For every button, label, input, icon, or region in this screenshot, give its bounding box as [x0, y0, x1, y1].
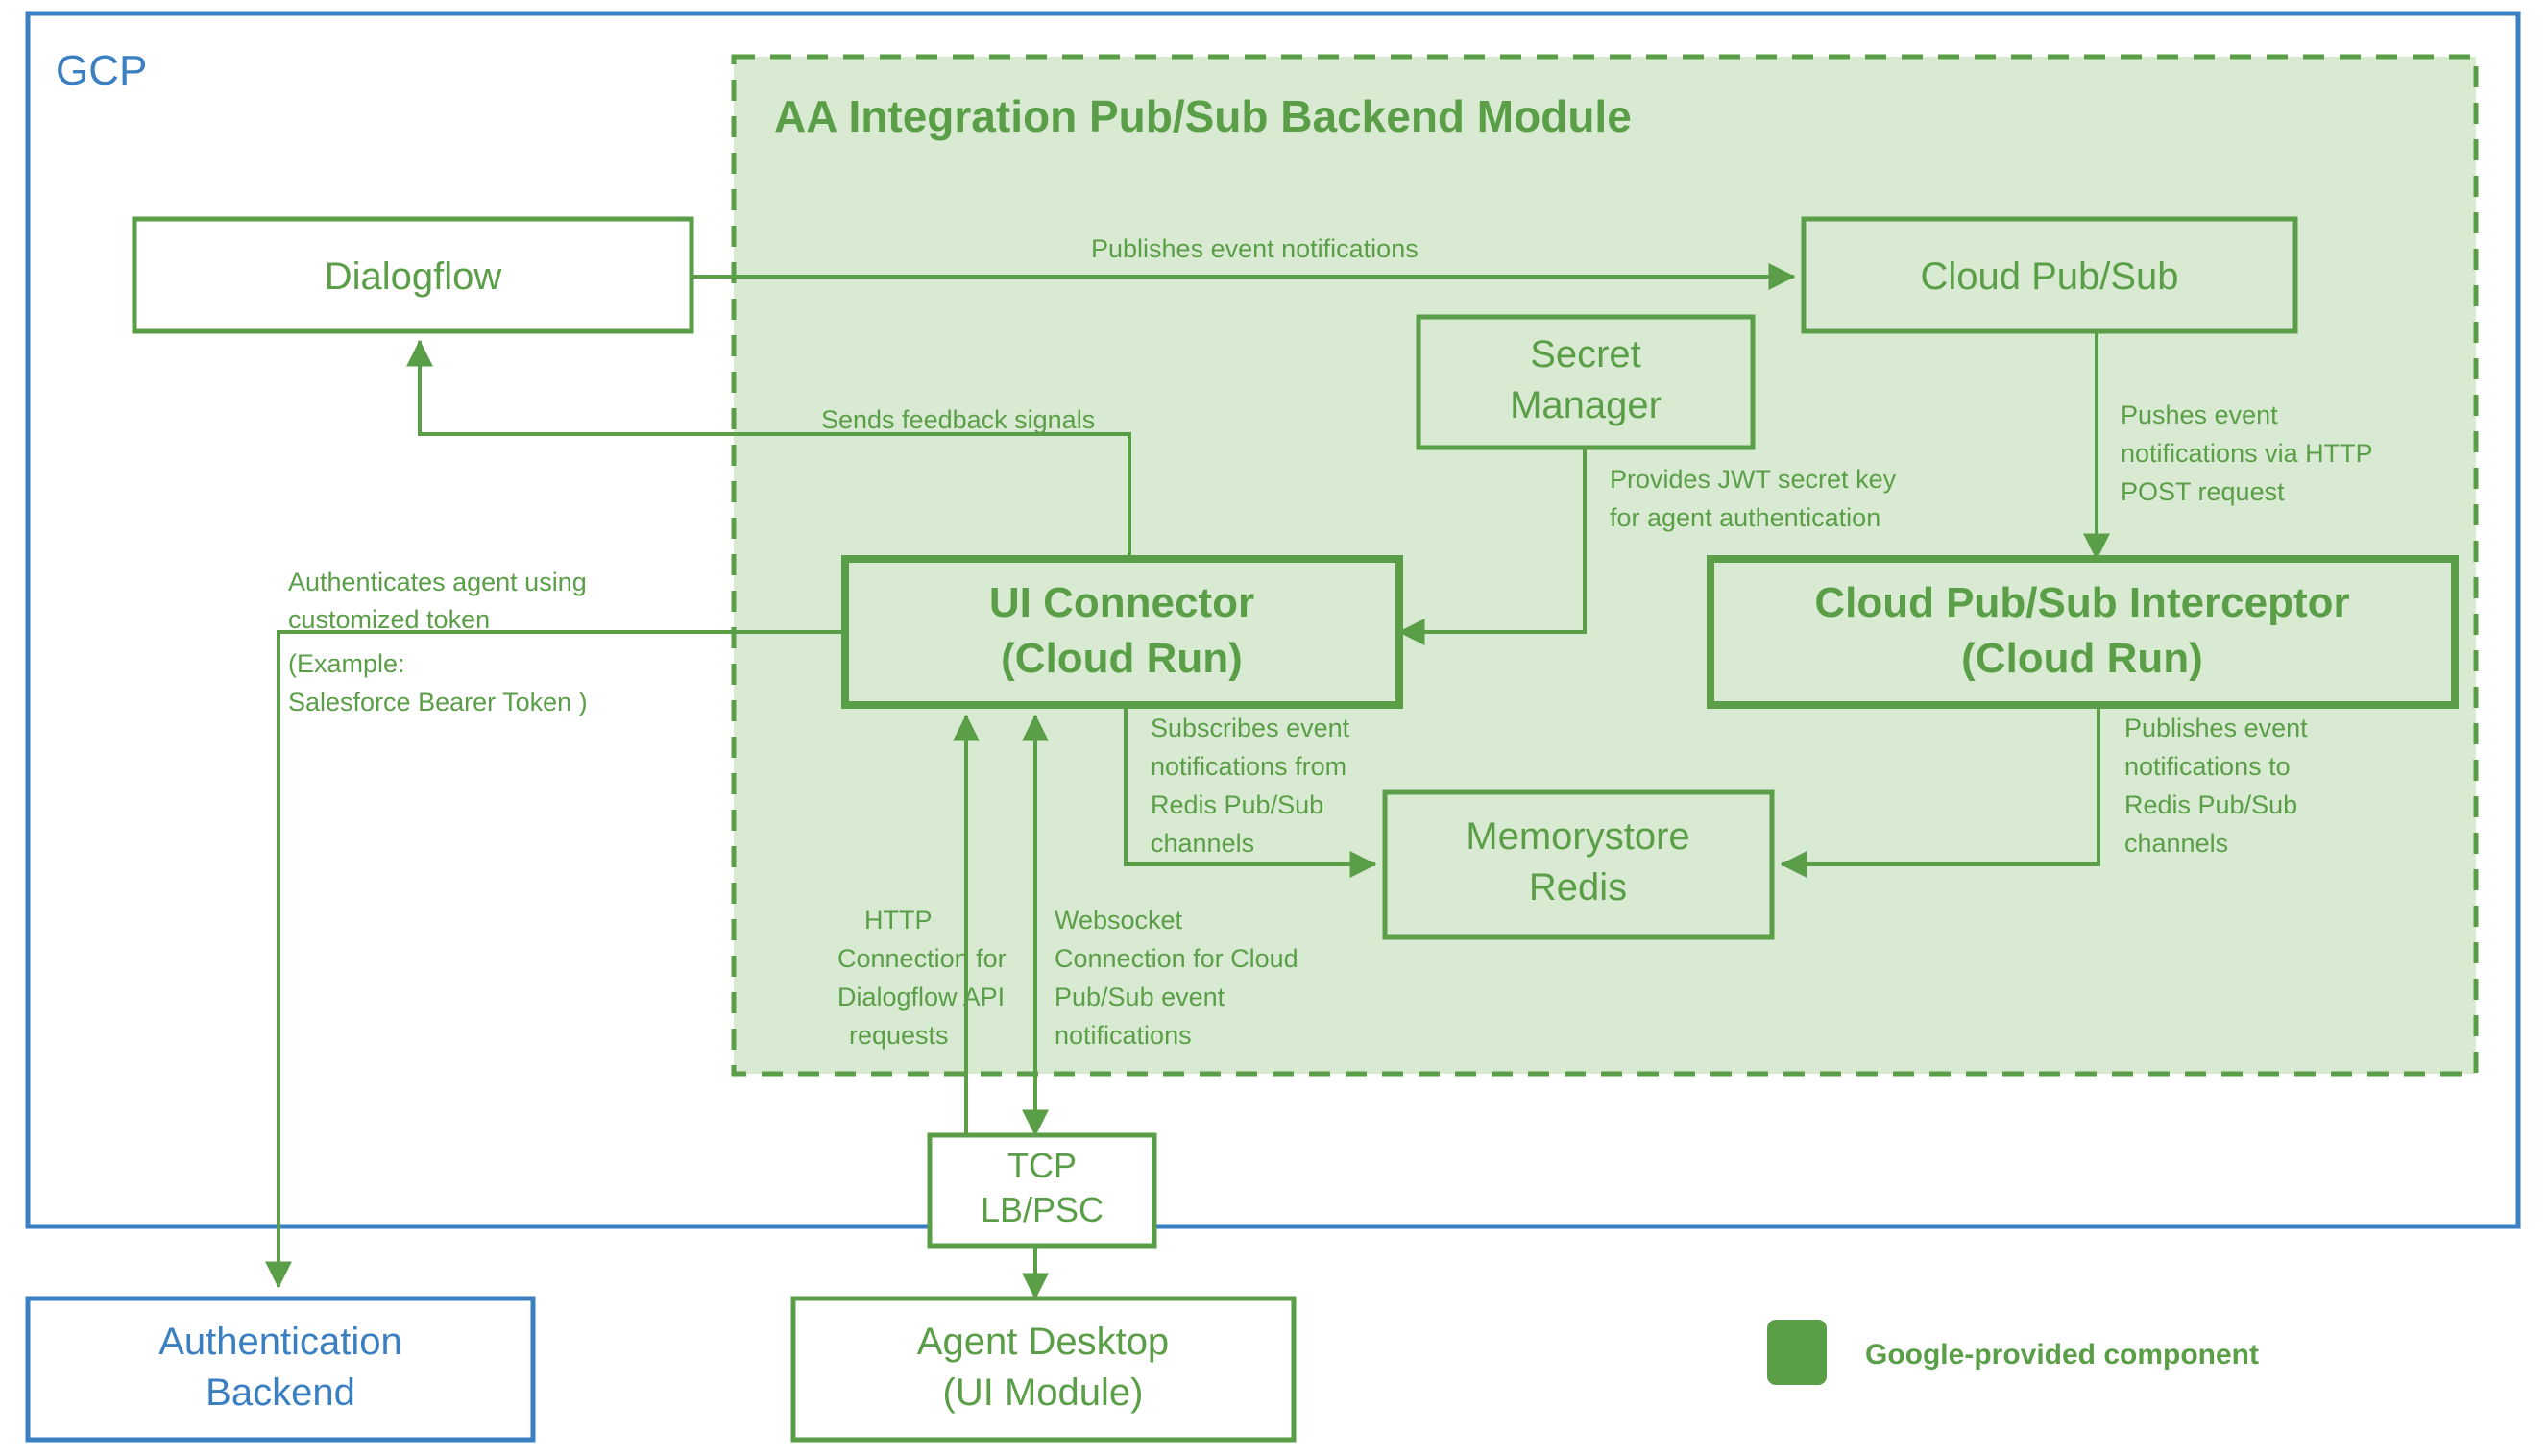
- node-secret-manager-box: [1416, 314, 1756, 450]
- edge-label-http-connection-line1: HTTP: [864, 906, 933, 934]
- node-tcp-lb-psc-label-line2: LB/PSC: [981, 1190, 1104, 1229]
- edge-label-websocket-line1: Websocket: [1055, 906, 1183, 934]
- node-agent-desktop-label-line1: Agent Desktop: [917, 1321, 1169, 1363]
- node-memorystore-redis-label-line2: Redis: [1529, 866, 1627, 909]
- node-tcp-lb-psc-label-line1: TCP: [1007, 1146, 1077, 1185]
- edge-label-authenticates-agent-line4: Salesforce Bearer Token ): [288, 688, 588, 716]
- node-memorystore-redis-label-line1: Memorystore: [1466, 815, 1689, 858]
- node-secret-manager-label-line2: Manager: [1510, 384, 1662, 426]
- edge-label-publishes-redis-line2: notifications to: [2124, 752, 2291, 781]
- edge-label-authenticates-agent-line2: customized token: [288, 605, 490, 634]
- legend-swatch-icon: [1767, 1320, 1827, 1385]
- module-title: AA Integration Pub/Sub Backend Module: [774, 91, 1632, 141]
- edge-subscribes-event-notifications: [1124, 705, 1377, 878]
- node-authentication-backend[interactable]: Authentication Backend: [25, 1296, 536, 1443]
- edge-label-pushes-event-http-post-line2: notifications via HTTP: [2121, 439, 2373, 468]
- node-cloud-pubsub-interceptor[interactable]: Cloud Pub/Sub Interceptor (Cloud Run): [1707, 555, 2459, 709]
- node-dialogflow-label: Dialogflow: [325, 255, 502, 298]
- node-memorystore-redis-box: [1382, 789, 1775, 940]
- edge-label-subscribes-line2: notifications from: [1151, 752, 1346, 781]
- node-secret-manager[interactable]: Secret Manager: [1416, 314, 1756, 450]
- node-tcp-lb-psc[interactable]: TCP LB/PSC: [927, 1132, 1157, 1249]
- node-agent-desktop-label-line2: (UI Module): [943, 1371, 1144, 1414]
- edge-label-publishes-redis-line1: Publishes event: [2124, 714, 2308, 742]
- node-dialogflow-box: [132, 216, 694, 334]
- node-authentication-backend-box: [25, 1296, 536, 1443]
- node-tcp-lb-psc-box: [927, 1132, 1157, 1249]
- node-agent-desktop-box: [790, 1296, 1297, 1443]
- edge-publishes-to-redis: [1780, 705, 2100, 878]
- edge-label-subscribes-line3: Redis Pub/Sub: [1151, 790, 1323, 819]
- edge-provides-jwt-secret-key: [1397, 448, 1587, 645]
- node-ui-connector-box: [841, 555, 1403, 709]
- edge-sends-feedback-signals: [406, 339, 1131, 559]
- node-dialogflow[interactable]: Dialogflow: [132, 216, 694, 334]
- edge-label-pushes-event-http-post-line3: POST request: [2121, 477, 2285, 506]
- node-auth-backend-label-line2: Backend: [206, 1371, 355, 1414]
- edge-label-websocket-line3: Pub/Sub event: [1055, 983, 1225, 1011]
- edge-label-sends-feedback-signals: Sends feedback signals: [821, 405, 1095, 434]
- node-interceptor-label-line2: (Cloud Run): [1961, 635, 2203, 682]
- legend-label: Google-provided component: [1865, 1339, 2259, 1371]
- node-memorystore-redis[interactable]: Memorystore Redis: [1382, 789, 1775, 940]
- edge-label-publishes-redis-line3: Redis Pub/Sub: [2124, 790, 2297, 819]
- edge-label-provides-jwt-line1: Provides JWT secret key: [1610, 465, 1897, 494]
- node-ui-connector[interactable]: UI Connector (Cloud Run): [841, 555, 1403, 709]
- edge-label-websocket-line4: notifications: [1055, 1021, 1192, 1050]
- edge-label-subscribes-line1: Subscribes event: [1151, 714, 1350, 742]
- edge-label-authenticates-agent-line1: Authenticates agent using: [288, 568, 587, 596]
- edge-authenticates-agent: [265, 630, 845, 1289]
- edge-label-publishes-redis-line4: channels: [2124, 829, 2228, 858]
- node-ui-connector-label-line1: UI Connector: [989, 579, 1254, 626]
- edge-label-http-connection-line4: requests: [849, 1021, 949, 1050]
- gcp-boundary-box: [25, 11, 2521, 1229]
- edge-label-pushes-event-http-post-line1: Pushes event: [2121, 400, 2278, 429]
- node-secret-manager-label-line1: Secret: [1530, 333, 1641, 376]
- node-cloud-pubsub-interceptor-box: [1707, 555, 2459, 709]
- legend: Google-provided component: [1767, 1320, 2259, 1385]
- edge-label-http-connection-line3: Dialogflow API: [837, 983, 1005, 1011]
- edge-label-provides-jwt-line2: for agent authentication: [1610, 503, 1880, 532]
- node-cloud-pubsub-label: Cloud Pub/Sub: [1920, 255, 2178, 298]
- edge-label-authenticates-agent-line3: (Example:: [288, 649, 405, 678]
- edge-label-subscribes-line4: channels: [1151, 829, 1254, 858]
- node-cloud-pubsub[interactable]: Cloud Pub/Sub: [1801, 216, 2298, 334]
- edge-label-publishes-event-notifications: Publishes event notifications: [1091, 234, 1419, 263]
- edge-label-http-connection-line2: Connection for: [837, 944, 1007, 973]
- node-auth-backend-label-line1: Authentication: [158, 1321, 402, 1363]
- node-cloud-pubsub-box: [1801, 216, 2298, 334]
- node-agent-desktop[interactable]: Agent Desktop (UI Module): [790, 1296, 1297, 1443]
- node-ui-connector-label-line2: (Cloud Run): [1001, 635, 1243, 682]
- gcp-title: GCP: [56, 47, 147, 94]
- edge-label-websocket-line2: Connection for Cloud: [1055, 944, 1298, 973]
- node-interceptor-label-line1: Cloud Pub/Sub Interceptor: [1814, 579, 2349, 626]
